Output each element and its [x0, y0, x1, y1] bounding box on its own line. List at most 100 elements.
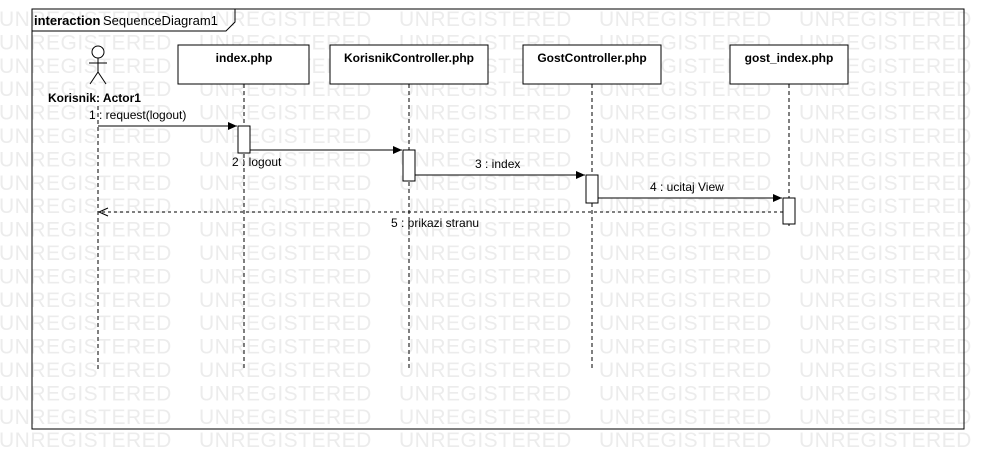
watermark-text: UNREGISTERED — [599, 102, 772, 125]
watermark-text: UNREGISTERED — [399, 172, 572, 195]
watermark-text: UNREGISTERED — [799, 219, 972, 242]
actor-head-icon — [91, 45, 105, 59]
watermark-text: UNREGISTERED — [399, 312, 572, 335]
watermark-text: UNREGISTERED — [799, 148, 972, 171]
watermark-text: UNREGISTERED — [399, 242, 572, 265]
actor-korisnik[interactable]: Korisnik: Actor1 — [48, 45, 141, 370]
watermark-text: UNREGISTERED — [199, 382, 372, 405]
watermark-text: UNREGISTERED — [599, 429, 772, 452]
watermark-text: UNREGISTERED — [399, 382, 572, 405]
watermark-text: UNREGISTERED — [599, 406, 772, 429]
watermark-text: UNREGISTERED — [0, 312, 172, 335]
watermark-text: UNREGISTERED — [399, 219, 572, 242]
message-2-arrowhead-icon — [393, 146, 402, 154]
watermark-text: UNREGISTERED — [199, 125, 372, 148]
watermark-text: UNREGISTERED — [0, 8, 172, 31]
watermark-text: UNREGISTERED — [0, 172, 172, 195]
lifeline-gost-index[interactable]: gost_index.php — [729, 44, 849, 226]
watermark-text: UNREGISTERED — [199, 219, 372, 242]
watermark-text: UNREGISTERED — [399, 336, 572, 359]
watermark-text: UNREGISTERED — [0, 265, 172, 288]
lifeline-label-gost-index: gost_index.php — [745, 51, 834, 65]
lifeline-gost-controller[interactable]: GostController.php — [522, 44, 662, 370]
watermark-text: UNREGISTERED — [599, 242, 772, 265]
watermark-text: UNREGISTERED — [199, 172, 372, 195]
watermark-text: UNREGISTERED — [0, 359, 172, 382]
watermark-text: UNREGISTERED — [599, 148, 772, 171]
watermark-text: UNREGISTERED — [399, 359, 572, 382]
interaction-frame — [31, 8, 965, 430]
watermark-text: UNREGISTERED — [399, 125, 572, 148]
actor-leg-right — [97, 71, 107, 85]
watermark-text: UNREGISTERED — [199, 429, 372, 452]
lifeline-index[interactable]: index.php — [177, 44, 310, 370]
message-1-arrowhead-icon — [228, 122, 237, 130]
lifeline-label-korisnik-controller: KorisnikController.php — [344, 51, 474, 65]
message-2-label: 2 : logout — [232, 155, 282, 169]
lifeline-label-index: index.php — [216, 51, 273, 65]
watermark-text: UNREGISTERED — [199, 406, 372, 429]
watermark-text: UNREGISTERED — [399, 406, 572, 429]
watermark-text: UNREGISTERED — [399, 429, 572, 452]
lifeline-box-korisnik-controller — [329, 44, 489, 85]
message-2[interactable]: 2 : logout — [232, 146, 402, 169]
watermark-text: UNREGISTERED — [399, 102, 572, 125]
watermark-text: UNREGISTERED — [599, 289, 772, 312]
watermark-text: UNREGISTERED — [399, 289, 572, 312]
watermark-text: UNREGISTERED — [199, 289, 372, 312]
actor-name: Korisnik: Actor1 — [48, 91, 141, 105]
message-5[interactable]: 5 : prikazi stranu — [97, 207, 783, 230]
watermark-text: UNREGISTERED — [599, 336, 772, 359]
watermark-text: UNREGISTERED — [0, 336, 172, 359]
frame-name: SequenceDiagram1 — [103, 13, 218, 28]
watermark-text: UNREGISTERED — [799, 265, 972, 288]
actor-leg-left — [89, 71, 99, 85]
frame-keyword: interaction — [34, 13, 101, 28]
lifeline-korisnik-controller[interactable]: KorisnikController.php — [329, 44, 489, 370]
watermark-text: UNREGISTERED — [0, 31, 172, 54]
message-3[interactable]: 3 : index — [415, 157, 585, 179]
activation-korisnik-controller — [402, 149, 416, 182]
watermark-text: UNREGISTERED — [199, 242, 372, 265]
watermark-text: UNREGISTERED — [399, 265, 572, 288]
watermark-text: UNREGISTERED — [199, 336, 372, 359]
message-4-arrowhead-icon — [773, 194, 782, 202]
watermark-text: UNREGISTERED — [0, 102, 172, 125]
message-3-arrowhead-icon — [576, 171, 585, 179]
watermark-text: UNREGISTERED — [399, 8, 572, 31]
watermark-text: UNREGISTERED — [599, 312, 772, 335]
activation-index — [237, 125, 251, 154]
watermark-text: UNREGISTERED — [799, 312, 972, 335]
message-5-arrowhead-icon — [97, 207, 109, 217]
watermark-text: UNREGISTERED — [599, 382, 772, 405]
watermark-text: UNREGISTERED — [399, 148, 572, 171]
watermark-text: UNREGISTERED — [799, 242, 972, 265]
activation-gost-controller — [585, 174, 599, 204]
watermark-text: UNREGISTERED — [799, 102, 972, 125]
lifeline-box-gost-index — [729, 44, 849, 85]
watermark-text: UNREGISTERED — [599, 8, 772, 31]
watermark-text: UNREGISTERED — [799, 429, 972, 452]
message-4-label: 4 : ucitaj View — [650, 180, 724, 194]
watermark-text: UNREGISTERED — [0, 429, 172, 452]
watermark-text: UNREGISTERED — [0, 382, 172, 405]
activation-gost-index — [782, 197, 796, 225]
message-4[interactable]: 4 : ucitaj View — [598, 180, 782, 202]
watermark-text: UNREGISTERED — [799, 406, 972, 429]
watermark-text: UNREGISTERED — [799, 289, 972, 312]
watermark-text: UNREGISTERED — [0, 289, 172, 312]
watermark-text: UNREGISTERED — [0, 55, 172, 78]
watermark-text: UNREGISTERED — [0, 78, 172, 101]
watermark-text: UNREGISTERED — [199, 265, 372, 288]
watermark-text: UNREGISTERED — [599, 265, 772, 288]
watermark-text: UNREGISTERED — [199, 8, 372, 31]
watermark-text: UNREGISTERED — [599, 219, 772, 242]
message-1[interactable]: 1 : request(logout) — [89, 108, 237, 130]
watermark-text: UNREGISTERED — [799, 8, 972, 31]
watermark-text: UNREGISTERED — [799, 382, 972, 405]
watermark-text: UNREGISTERED — [599, 195, 772, 218]
watermark-text: UNREGISTERED — [0, 125, 172, 148]
watermark-text: UNREGISTERED — [199, 148, 372, 171]
watermark-text: UNREGISTERED — [199, 312, 372, 335]
watermark-text: UNREGISTERED — [799, 359, 972, 382]
